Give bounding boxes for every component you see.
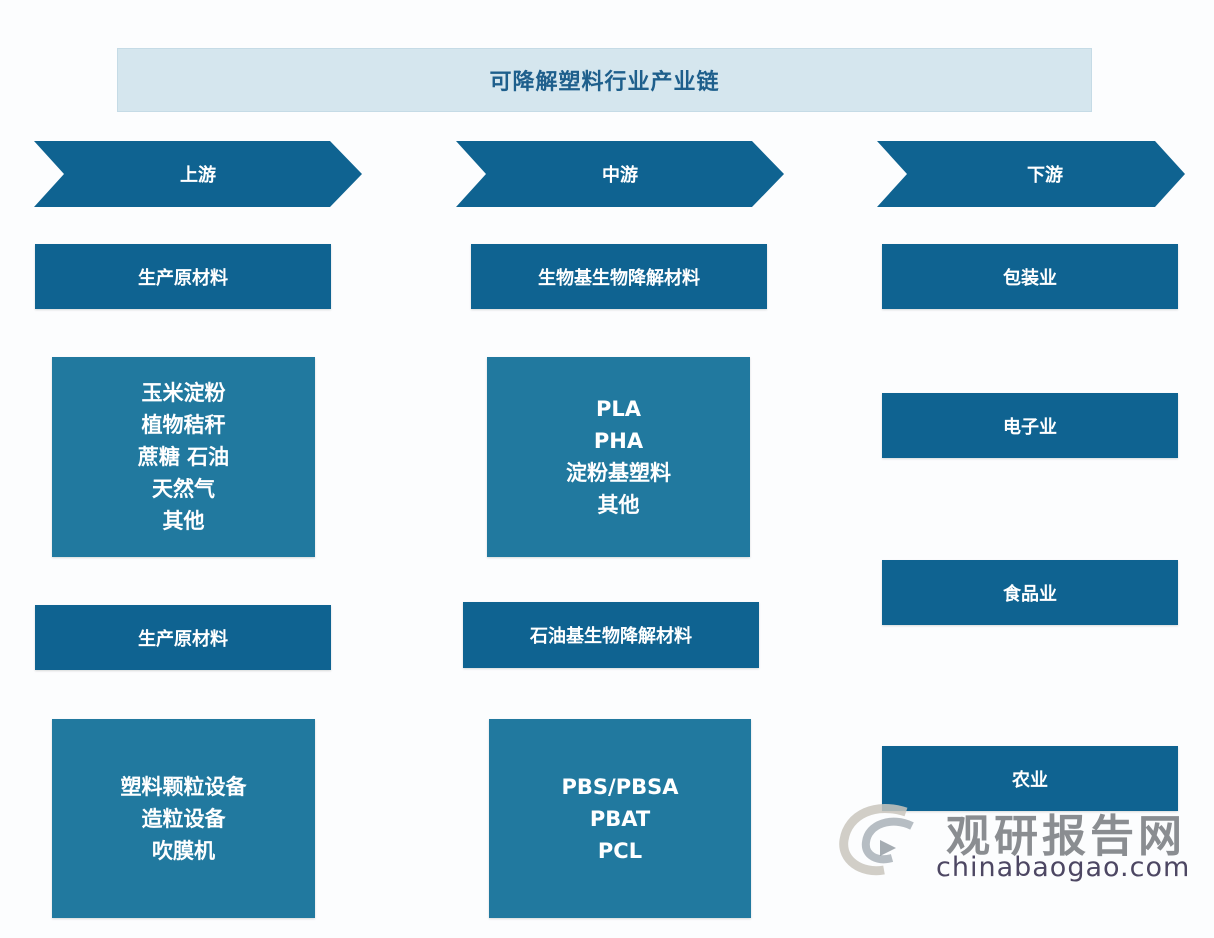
diagram-title: 可降解塑料行业产业链 xyxy=(117,48,1092,112)
stage-upstream: 上游 xyxy=(34,141,362,207)
list-item: PBAT xyxy=(589,806,651,831)
downstream-food: 食品业 xyxy=(882,560,1178,625)
stage-midstream: 中游 xyxy=(456,141,784,207)
watermark-name: 观研报告网 xyxy=(946,811,1186,862)
midstream-bio-based-list: PLA PHA 淀粉基塑料 其他 xyxy=(487,357,750,557)
list-item: 天然气 xyxy=(152,477,215,501)
midstream-header-bio-based: 生物基生物降解材料 xyxy=(471,244,767,309)
stage-downstream: 下游 xyxy=(877,141,1185,207)
list-item: 其他 xyxy=(162,509,205,533)
downstream-packaging: 包装业 xyxy=(882,244,1178,309)
list-item: PCL xyxy=(597,838,643,863)
list-item: PBS/PBSA xyxy=(561,774,679,799)
watermark-logo-icon xyxy=(839,804,914,876)
list-item: PLA xyxy=(595,397,642,421)
watermark-url: chinabaogao.com xyxy=(936,852,1191,883)
list-item: 蔗糖 石油 xyxy=(137,445,230,469)
midstream-petroleum-based-list: PBS/PBSA PBAT PCL xyxy=(489,719,751,918)
list-item: 造粒设备 xyxy=(141,806,226,831)
upstream-raw-materials-list: 玉米淀粉 植物秸秆 蔗糖 石油 天然气 其他 xyxy=(52,357,315,557)
upstream-header-equipment: 生产原材料 xyxy=(35,605,331,670)
downstream-agriculture: 农业 xyxy=(882,746,1178,811)
upstream-equipment-list: 塑料颗粒设备 造粒设备 吹膜机 xyxy=(52,719,315,918)
chevron-arrow-icon xyxy=(877,141,1185,207)
list-item: 玉米淀粉 xyxy=(141,381,226,405)
midstream-header-petroleum-based: 石油基生物降解材料 xyxy=(463,602,759,668)
chevron-arrow-icon xyxy=(456,141,784,207)
upstream-header-raw-materials: 生产原材料 xyxy=(35,244,331,309)
chevron-arrow-icon xyxy=(34,141,362,207)
list-item: 其他 xyxy=(597,493,640,517)
list-item: 淀粉基塑料 xyxy=(566,461,671,485)
list-item: 塑料颗粒设备 xyxy=(120,774,247,799)
stage-upstream-label: 上游 xyxy=(180,165,216,186)
list-item: 植物秸秆 xyxy=(141,413,226,437)
downstream-electronics: 电子业 xyxy=(882,393,1178,458)
list-item: PHA xyxy=(593,429,644,453)
list-item: 吹膜机 xyxy=(152,838,215,863)
stage-midstream-label: 中游 xyxy=(602,165,638,186)
stage-downstream-label: 下游 xyxy=(1027,165,1063,186)
